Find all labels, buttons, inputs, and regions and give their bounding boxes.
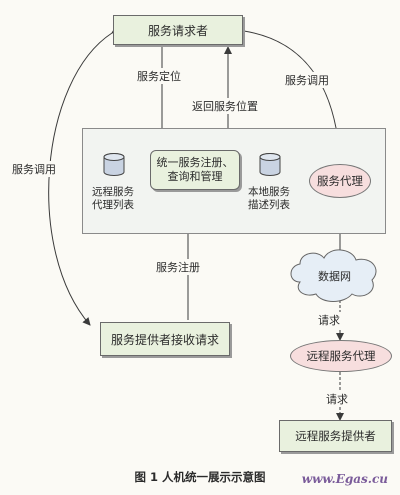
edge-call-left-label: 服务调用 [12, 161, 56, 177]
provider-recv-box: 服务提供者接收请求 [100, 322, 230, 356]
manager-box: 统一服务注册、查询和管理 [150, 150, 240, 190]
edge-return-location-label: 返回服务位置 [190, 98, 260, 114]
proxy-ellipse: 服务代理 [309, 164, 371, 198]
network-label: 数据网 [318, 270, 351, 283]
provider-recv-label: 服务提供者接收请求 [110, 332, 219, 347]
remote-provider-box: 远程服务提供者 [279, 420, 392, 452]
figure-caption: 图 1 人机统一展示示意图 [134, 470, 266, 484]
requester-box: 服务请求者 [113, 15, 243, 45]
remote-provider-label: 远程服务提供者 [295, 429, 376, 443]
watermark: www.Egas.cu [301, 472, 388, 486]
local-list-label: 本地服务描述列表 [248, 186, 290, 211]
manager-label: 统一服务注册、查询和管理 [156, 156, 234, 183]
edge-request2-label: 请求 [324, 391, 350, 407]
edge-register-label: 服务注册 [154, 259, 202, 275]
remote-list-label: 远程服务代理列表 [92, 186, 134, 211]
remote-list-cylinder-icon [103, 153, 125, 176]
edge-call-right-label: 服务调用 [285, 72, 329, 88]
network-cloud-shape [290, 249, 377, 302]
local-list-cylinder-icon [259, 153, 281, 176]
proxy-label: 服务代理 [317, 174, 363, 188]
remote-proxy-label: 远程服务代理 [306, 349, 376, 363]
edge-request1-label: 请求 [316, 312, 342, 328]
requester-label: 服务请求者 [147, 23, 208, 38]
remote-proxy-ellipse: 远程服务代理 [290, 340, 392, 372]
edge-locate-label: 服务定位 [135, 68, 183, 84]
